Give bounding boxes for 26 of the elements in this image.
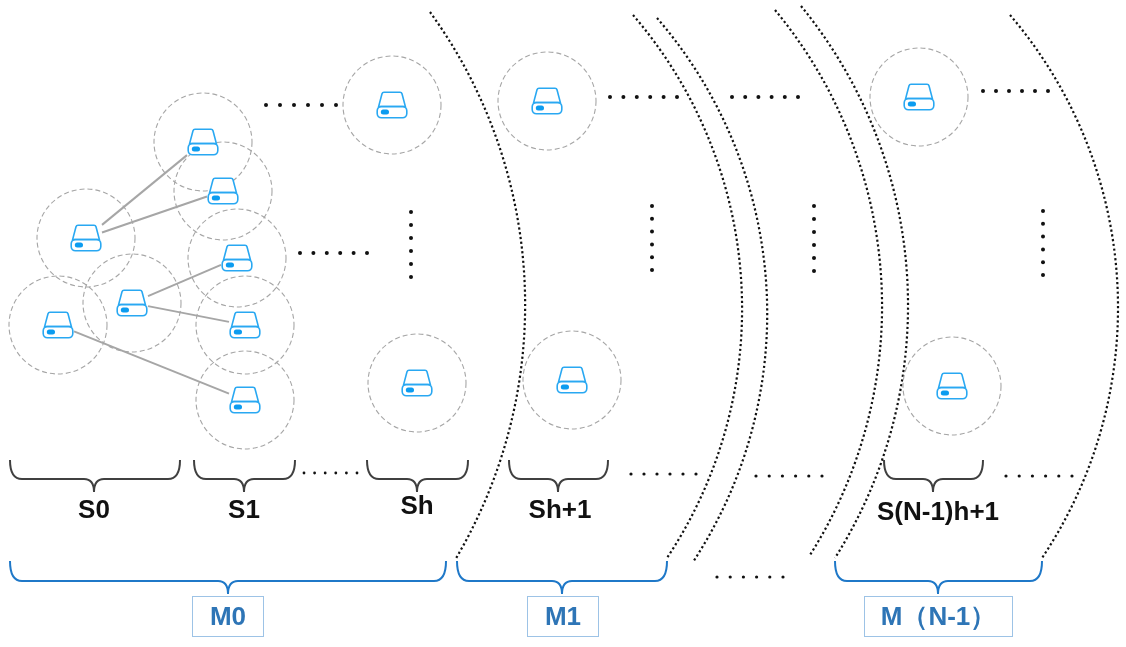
hard-drive-icon [229, 311, 261, 339]
hard-drive-icon [221, 244, 253, 272]
hard-drive-icon [556, 366, 588, 394]
connector-line [73, 330, 230, 395]
hard-drive-icon [531, 87, 563, 115]
group-label: S(N-1)h+1 [876, 496, 1000, 526]
connector-line [101, 154, 188, 226]
group-label: S1 [228, 494, 260, 524]
hard-drive-icon [903, 83, 935, 111]
hard-drive-icon [70, 224, 102, 252]
hard-drive-icon [401, 369, 433, 397]
hard-drive-icon [187, 128, 219, 156]
connector-line [147, 263, 222, 298]
group-label: Sh [400, 490, 434, 520]
hard-drive-icon [116, 289, 148, 317]
group-label: Sh+1 [528, 494, 592, 524]
boxed-label: M0 [192, 596, 264, 637]
hard-drive-icon [229, 386, 261, 414]
hard-drive-icon [42, 311, 74, 339]
hard-drive-icon [207, 177, 239, 205]
boxed-label: M1 [527, 596, 599, 637]
hard-drive-icon [376, 91, 408, 119]
connector-line [147, 305, 230, 323]
hard-drive-icon [936, 372, 968, 400]
group-label: S0 [78, 494, 110, 524]
boxed-label: M（N-1） [864, 596, 1013, 637]
